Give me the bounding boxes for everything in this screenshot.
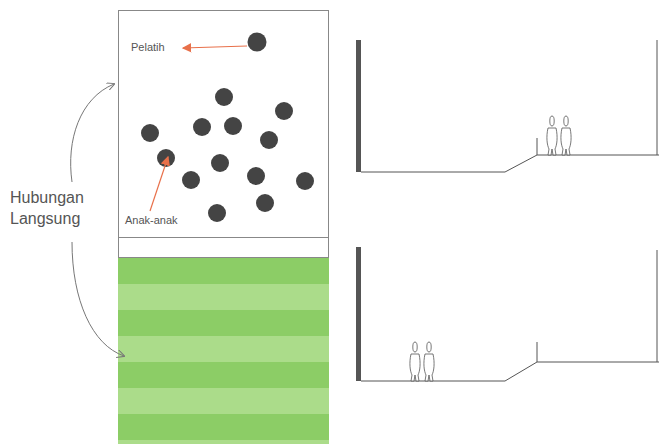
- coach-label: Pelatih: [131, 40, 165, 54]
- relation-label: Hubungan Langsung: [10, 188, 106, 230]
- children-label: Anak-anak: [125, 213, 178, 227]
